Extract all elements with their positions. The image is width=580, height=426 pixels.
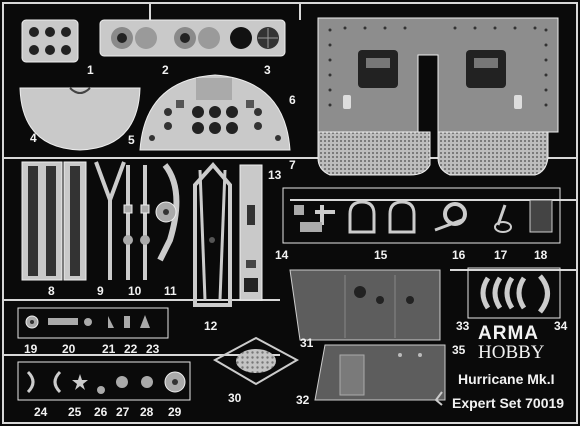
parts-24-29-small-details: [17, 361, 191, 401]
part-2-3-instrument-strip: [99, 19, 286, 57]
parts-33-34-exhaust-shields: [467, 267, 561, 319]
brand-logo-line2: HOBBY: [478, 342, 545, 363]
label-part-11: 11: [164, 284, 177, 298]
part-11-wheel-bracket: [155, 163, 180, 262]
label-part-27: 27: [116, 405, 130, 419]
label-part-35: 35: [452, 343, 466, 357]
brand-logo-line1: ARMA: [478, 323, 539, 344]
parts-19-23-small-details: [17, 307, 169, 339]
label-part-28: 28: [140, 405, 154, 419]
label-part-22: 22: [124, 342, 138, 356]
label-part-14: 14: [275, 248, 289, 262]
part-8-straps: [21, 161, 87, 281]
label-part-29: 29: [168, 405, 182, 419]
label-part-31: 31: [300, 336, 314, 350]
label-part-15: 15: [374, 248, 388, 262]
label-part-17: 17: [494, 248, 508, 262]
label-part-24: 24: [34, 405, 48, 419]
label-part-13: 13: [268, 168, 282, 182]
label-part-2: 2: [162, 63, 169, 77]
part-4-seat-back: [19, 87, 141, 151]
label-part-8: 8: [48, 284, 55, 298]
label-part-34: 34: [554, 319, 568, 333]
label-part-23: 23: [146, 342, 160, 356]
label-part-12: 12: [204, 319, 218, 333]
part-6-wing-root-panels: [317, 17, 559, 133]
part-1-vent-panel: [21, 19, 79, 63]
label-part-33: 33: [456, 319, 470, 333]
part-30-mesh-diamond: [212, 336, 300, 386]
label-part-5: 5: [128, 133, 135, 147]
label-part-25: 25: [68, 405, 82, 419]
label-part-20: 20: [62, 342, 76, 356]
parts-14-18-controls: [282, 187, 561, 244]
label-part-18: 18: [534, 248, 548, 262]
label-part-32: 32: [296, 393, 310, 407]
label-part-6: 6: [289, 93, 296, 107]
label-part-7: 7: [289, 158, 296, 172]
part-35-wire: [434, 391, 443, 406]
product-name: Hurricane Mk.I: [458, 371, 555, 387]
part-9-10-harness: [94, 161, 150, 280]
label-part-26: 26: [94, 405, 108, 419]
label-part-30: 30: [228, 391, 242, 405]
label-part-9: 9: [97, 284, 104, 298]
label-part-16: 16: [452, 248, 466, 262]
label-part-21: 21: [102, 342, 116, 356]
part-7-mesh-screens: [317, 131, 549, 176]
part-32-floor-panel: [314, 344, 446, 401]
part-13-detail-strip: [239, 164, 263, 301]
label-part-3: 3: [264, 63, 271, 77]
label-part-4: 4: [30, 131, 37, 145]
part-5-instrument-panel: [139, 74, 291, 151]
label-part-1: 1: [87, 63, 94, 77]
label-part-19: 19: [24, 342, 38, 356]
part-12-seat-harness: [193, 161, 232, 307]
label-part-10: 10: [128, 284, 142, 298]
product-set-number: Expert Set 70019: [452, 395, 565, 411]
part-31-side-panel: [289, 269, 441, 341]
